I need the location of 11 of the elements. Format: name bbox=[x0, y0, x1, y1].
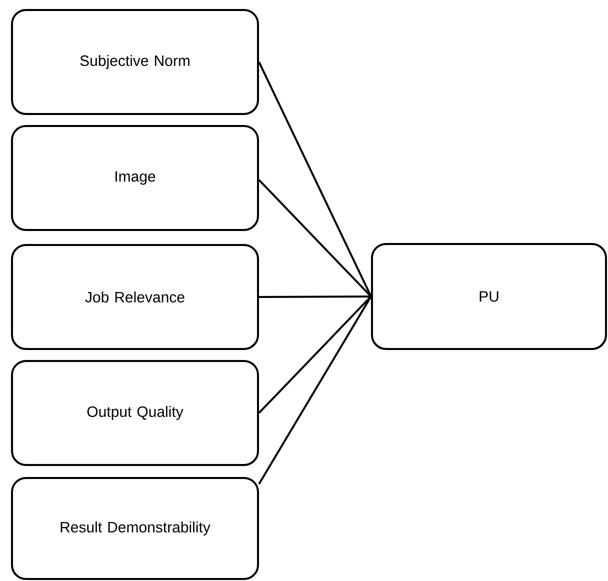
process-box: Image bbox=[11, 125, 259, 231]
connector-line bbox=[258, 62, 372, 297]
process-box: Subjective Norm bbox=[11, 9, 259, 115]
connector-line bbox=[258, 296, 372, 414]
connector-line bbox=[259, 296, 371, 298]
connector-line bbox=[258, 179, 372, 298]
process-box: PU bbox=[371, 243, 607, 350]
process-box: Job Relevance bbox=[11, 244, 259, 350]
process-box: Result Demonstrability bbox=[11, 476, 259, 580]
process-box: Output Quality bbox=[11, 360, 259, 466]
connector-line bbox=[258, 296, 372, 484]
